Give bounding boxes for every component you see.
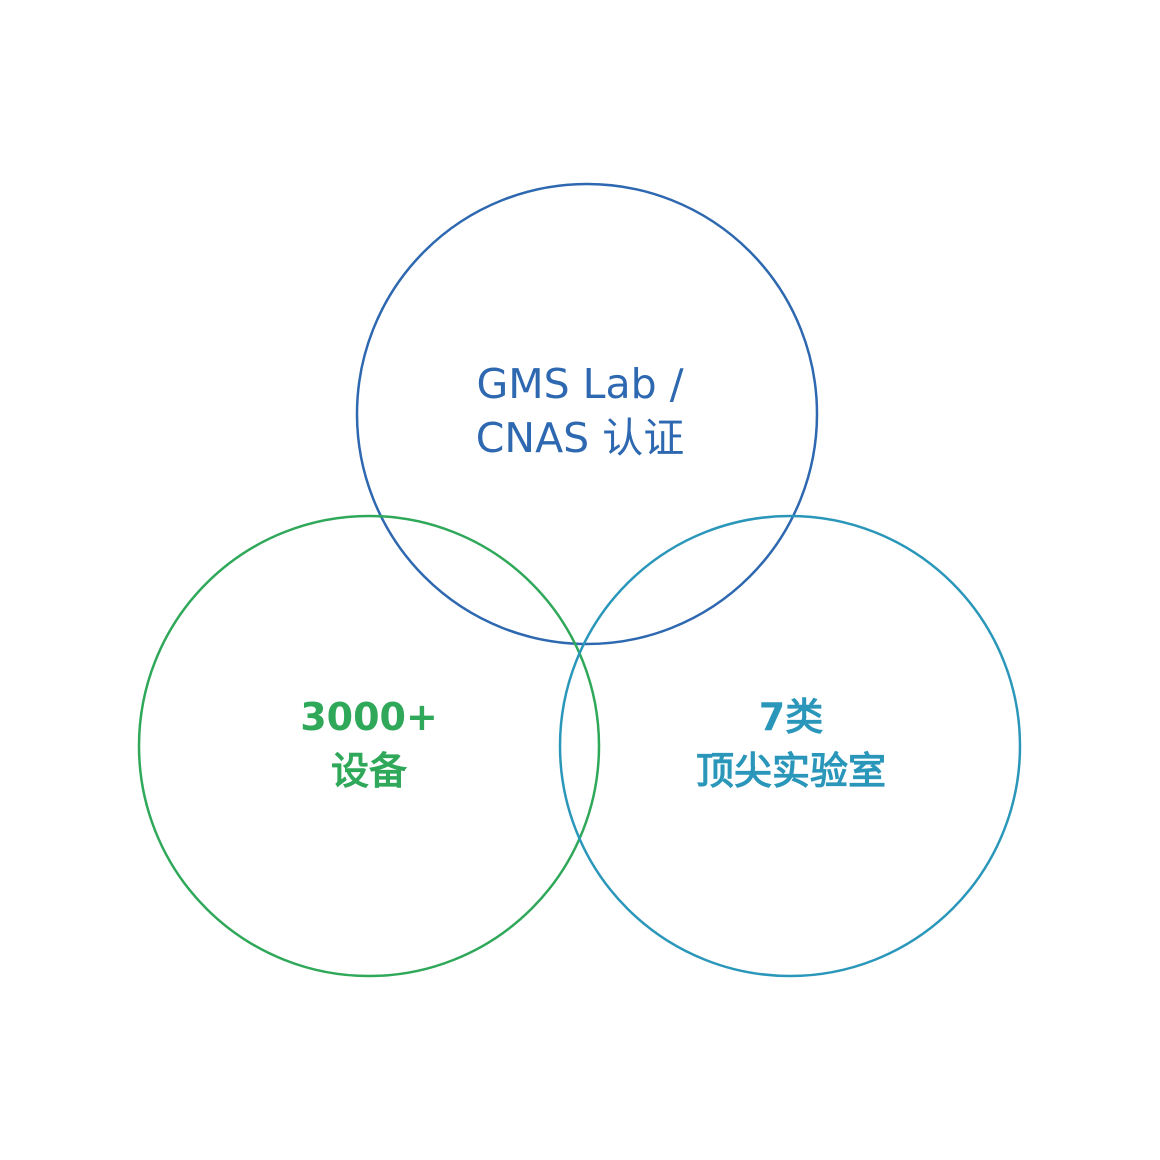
label-top-circle: GMS Lab / CNAS 认证: [380, 357, 780, 465]
circle-left: [137, 514, 601, 978]
label-right-line2: 顶尖实验室: [695, 749, 886, 793]
label-left-line2: 设备: [330, 749, 407, 793]
circle-right: [558, 514, 1022, 978]
label-left-line1: 3000+: [300, 695, 438, 739]
label-right-circle: 7类 顶尖实验室: [591, 690, 991, 798]
label-top-line2: CNAS 认证: [475, 414, 685, 462]
label-right-line1: 7类: [758, 695, 824, 739]
label-top-line1: GMS Lab /: [476, 360, 684, 408]
circle-top: [355, 182, 819, 646]
label-left-circle: 3000+ 设备: [169, 690, 569, 798]
